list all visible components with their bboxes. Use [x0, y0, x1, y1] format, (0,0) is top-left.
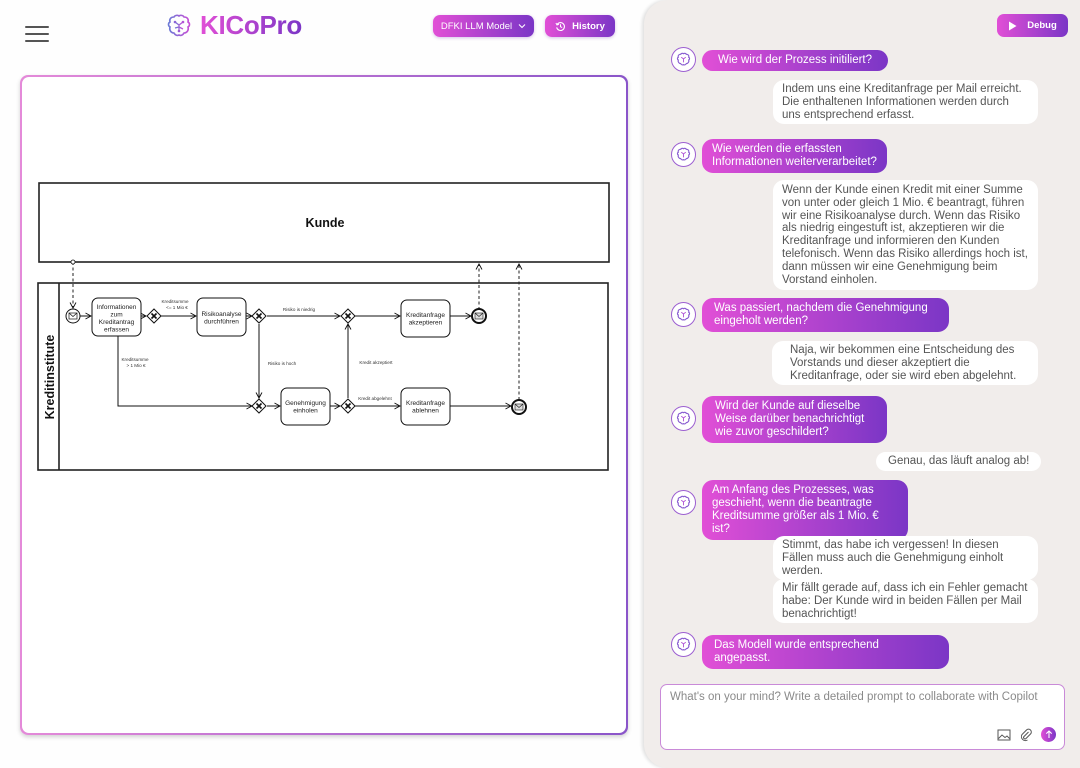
- assistant-avatar: [671, 302, 696, 327]
- chat-panel: Debug Wie wird der Prozess initiliert? I…: [644, 0, 1080, 768]
- history-icon: [555, 21, 566, 31]
- task-reject-request[interactable]: Kreditanfrage ablehnen: [400, 387, 451, 426]
- assistant-avatar: [671, 142, 696, 167]
- gateway-xor-sum[interactable]: [146, 308, 162, 324]
- task-risk-analysis[interactable]: Risikoanalyse durchführen: [196, 297, 247, 337]
- end-message-event-reject[interactable]: [511, 399, 527, 415]
- assistant-avatar: [671, 406, 696, 431]
- brain-icon: [676, 52, 691, 66]
- flow-label-credit-accepted: Kredit akzeptiert: [359, 360, 393, 365]
- task-capture-information[interactable]: Informationen zum Kreditantrag erfassen: [91, 297, 142, 337]
- user-message: Naja, wir bekommen eine Entscheidung des…: [772, 341, 1038, 386]
- flow-label-credit-rejected: Kredit abgelehnt: [358, 396, 392, 401]
- user-message: Mir fällt gerade auf, dass ich ein Fehle…: [773, 579, 1038, 624]
- flow-label-sum-gt: > 1 Mio €: [126, 363, 145, 368]
- task-obtain-approval[interactable]: Genehmigung einholen: [280, 387, 331, 426]
- user-message: Wenn der Kunde einen Kredit mit einer Su…: [773, 180, 1038, 291]
- brain-icon: [676, 637, 691, 651]
- assistant-message: Am Anfang des Prozesses, was geschieht, …: [702, 480, 908, 540]
- task-label-line: Kreditanfrage: [406, 312, 445, 319]
- task-label-line: zum: [110, 312, 122, 319]
- model-selector-dropdown[interactable]: DFKI LLM Model: [433, 15, 534, 37]
- task-label-line: Risikoanalyse: [201, 311, 241, 318]
- diagram-canvas-area[interactable]: Kunde Kreditinstitute: [22, 77, 626, 733]
- assistant-avatar: [671, 47, 696, 72]
- task-label-line: erfassen: [104, 327, 129, 334]
- task-label-line: Kreditanfrage: [406, 400, 445, 407]
- gateway-xor-merge-approval[interactable]: [251, 398, 267, 414]
- image-upload-icon[interactable]: [997, 729, 1011, 741]
- assistant-message: Das Modell wurde entsprechend angepasst.: [702, 635, 949, 669]
- assistant-avatar: [671, 490, 696, 515]
- chevron-down-icon: [518, 24, 526, 29]
- prompt-input[interactable]: [670, 691, 1060, 727]
- diagram-canvas[interactable]: Kunde Kreditinstitute: [20, 75, 628, 735]
- task-label-line: Genehmigung: [285, 400, 326, 407]
- history-label: History: [572, 20, 605, 32]
- assistant-message: Wie werden die erfassten Informationen w…: [702, 139, 887, 173]
- pool-customer[interactable]: Kunde: [38, 182, 610, 263]
- bpmn-diagram[interactable]: Kunde Kreditinstitute: [22, 77, 626, 733]
- prompt-input-container: [660, 684, 1065, 750]
- menu-line: [25, 33, 49, 35]
- menu-line: [25, 40, 49, 42]
- sequence-flows: [80, 312, 512, 410]
- start-message-event[interactable]: [65, 308, 81, 324]
- pool-customer-label: Kunde: [306, 216, 345, 230]
- attach-file-icon[interactable]: [1020, 728, 1032, 742]
- arrow-up-icon: [1045, 730, 1052, 738]
- brain-icon: [676, 411, 691, 425]
- user-message: Genau, das läuft analog ab!: [876, 452, 1042, 471]
- brain-icon: [676, 307, 691, 321]
- user-message: Indem uns eine Kreditanfrage per Mail er…: [773, 80, 1038, 125]
- task-label-line: akzeptieren: [409, 320, 443, 327]
- assistant-message: Wie wird der Prozess initiliert?: [702, 50, 889, 71]
- menu-line: [25, 26, 49, 28]
- pool-bank-label: Kreditinstitute: [43, 335, 57, 420]
- app-logo: KICoPro: [166, 10, 302, 41]
- model-selector-value: DFKI LLM Model: [440, 20, 513, 32]
- gateway-xor-risk[interactable]: [251, 308, 267, 324]
- task-label-line: einholen: [293, 408, 318, 415]
- app-name: KICoPro: [200, 10, 302, 40]
- gateway-xor-merge-accept[interactable]: [340, 308, 356, 324]
- assistant-avatar: [671, 632, 696, 657]
- brain-icon: [676, 147, 691, 161]
- brain-icon: [167, 14, 191, 36]
- task-accept-request[interactable]: Kreditanfrage akzeptieren: [400, 299, 451, 338]
- flow-label-risk-high: Risiko is hoch: [268, 361, 297, 366]
- debug-label: Debug: [1027, 20, 1057, 31]
- task-label-line: Informationen: [97, 304, 137, 311]
- user-message: Stimmt, das habe ich vergessen! In diese…: [773, 536, 1038, 581]
- message-flows: [69, 259, 523, 400]
- brain-icon: [676, 495, 691, 509]
- gateways: [146, 308, 356, 414]
- task-label-line: durchführen: [204, 319, 239, 326]
- end-message-event-accept[interactable]: [471, 308, 487, 324]
- flow-label-risk-low: Risiko is niedrig: [283, 307, 316, 312]
- assistant-message: Wird der Kunde auf dieselbe Weise darübe…: [702, 396, 887, 443]
- task-label-line: ablehnen: [412, 408, 439, 415]
- assistant-message: Was passiert, nachdem die Genehmigung ei…: [702, 298, 949, 332]
- flow-label-sum-le: <= 1 Mio €: [166, 305, 188, 310]
- gateway-xor-decision[interactable]: [340, 398, 356, 414]
- flow-label-sum-gt: Kreditsumme: [121, 357, 149, 362]
- debug-button[interactable]: Debug: [997, 14, 1068, 37]
- history-button[interactable]: History: [545, 15, 615, 37]
- flow-label-sum-le: Kreditsumme: [161, 299, 189, 304]
- hamburger-menu-button[interactable]: [25, 26, 49, 42]
- play-icon: [1009, 21, 1017, 30]
- task-label-line: Kreditantrag: [99, 319, 135, 326]
- send-button[interactable]: [1041, 727, 1056, 742]
